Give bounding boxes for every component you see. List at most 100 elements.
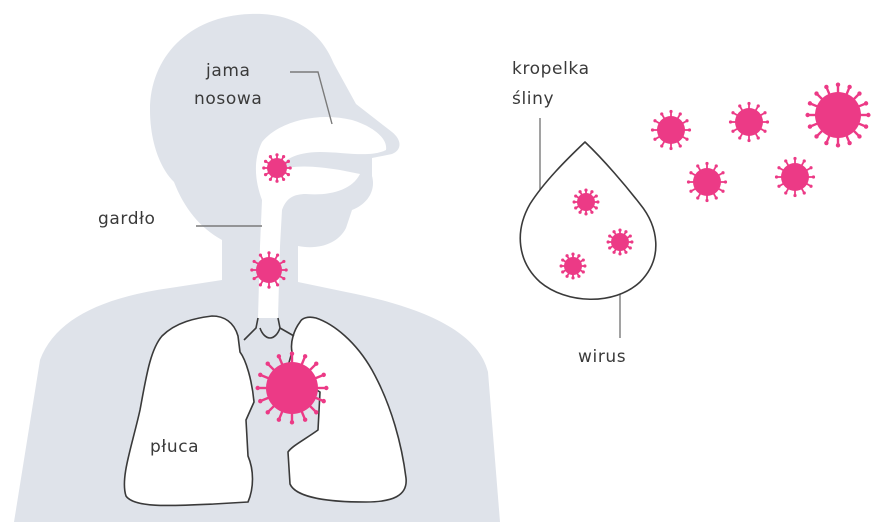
virus-spike-tip [269,155,272,158]
virus-spike-tip [803,159,806,162]
virus-spike-tip [689,190,692,193]
virus-icon [775,157,815,197]
virus-spike-tip [747,102,750,105]
virus-spike-tip [824,141,828,145]
virus-spike-tip [565,275,568,278]
virus-spike-tip [561,258,564,261]
virus-spike-tip [574,206,577,209]
virus-spike-tip [314,410,318,414]
virus-body [267,158,287,178]
virus-spike-tip [793,157,796,160]
virus-spike-tip [287,160,290,163]
virus-spike-tip [630,240,633,243]
virus-body [564,257,582,275]
virus-spike-tip [793,194,796,197]
virus-spike-tip [705,199,708,202]
virus-spike-tip [282,178,285,181]
virus-spike-tip [262,166,265,169]
virus-body [266,362,318,414]
virus-spike-tip [267,251,270,254]
virus-spike-tip [612,230,615,233]
nasal-cavity-label-line1: jama [205,61,251,81]
virus-spike-tip [259,254,262,257]
virus-spike-tip [595,206,598,209]
virus-spike-tip [612,251,615,254]
virus-spike-tip [864,124,868,128]
virus-spike-tip [577,254,580,257]
virus-spike-tip [571,276,574,279]
virus-body [693,168,721,196]
virus-spike-tip [805,113,809,117]
virus-spike-tip [624,230,627,233]
virus-spike-tip [290,420,294,424]
droplet-label-line1: kropelka [512,59,590,79]
virus-body [815,92,861,138]
virus-spike-tip [653,119,656,122]
virus-spike-tip [259,283,262,286]
virus-spike-tip [267,286,270,289]
virus-spike-tip [275,180,278,183]
virus-spike-tip [584,189,587,192]
virus-spike-tip [814,91,818,95]
virus-spike-tip [731,111,734,114]
virus-spike-tip [731,130,734,133]
virus-spike-tip [679,112,682,115]
virus-spike-tip [264,160,267,163]
virus-spike-tip [314,362,318,366]
virus-spike-tip [322,399,326,403]
virus-spike-tip [777,185,780,188]
virus-spike-tip [757,104,760,107]
virus-spike-tip [866,113,870,117]
virus-spike-tip [687,180,690,183]
virus-spike-tip [808,124,812,128]
virus-spike-tip [618,229,621,232]
virus-spike-tip [577,275,580,278]
virus-spike-tip [763,130,766,133]
nasal-cavity-label-line2: nosowa [194,89,262,109]
virus-spike-tip [582,258,585,261]
virus-spike-tip [269,178,272,181]
virus-spike-tip [590,190,593,193]
virus-spike-tip [258,373,262,377]
virus-spike-tip [847,85,851,89]
virus-spike-tip [287,173,290,176]
virus-spike-tip [784,159,787,162]
virus-body [611,233,629,251]
virus-icon [255,351,328,424]
virus-spike-tip [696,164,699,167]
virus-spike-tip [282,277,285,280]
virus-spike-tip [679,144,682,147]
virus-spike-tip [777,166,780,169]
virus-spike-tip [669,147,672,150]
virus-spike-tip [685,119,688,122]
virus-spike-tip [595,194,598,197]
virus-spike-tip [285,268,288,271]
virus-spike-tip [836,82,840,86]
virus-icon [805,82,870,147]
virus-spike-tip [715,164,718,167]
virus-spike-tip [763,111,766,114]
virus-spike-tip [276,283,279,286]
virus-spike-tip [253,277,256,280]
virus-spike-tip [857,91,861,95]
virus-spike-tip [812,175,815,178]
virus-spike-tip [685,138,688,141]
virus-spike-tip [747,139,750,142]
virus-spike-tip [608,246,611,249]
virus-body [735,108,763,136]
virus-spike-tip [590,211,593,214]
virus-body [657,116,685,144]
virus-spike-tip [660,112,663,115]
virus-spike-tip [864,101,868,105]
virus-spike-tip [574,194,577,197]
virus-spike-tip [266,362,270,366]
virus-spike-tip [757,136,760,139]
virus-spike-tip [578,190,581,193]
virus-spike-tip [324,386,328,390]
virus-icon [729,102,769,142]
virus-spike-tip [660,144,663,147]
virus-spike-tip [573,200,576,203]
virus-spike-tip [688,128,691,131]
virus-spike-tip [809,166,812,169]
